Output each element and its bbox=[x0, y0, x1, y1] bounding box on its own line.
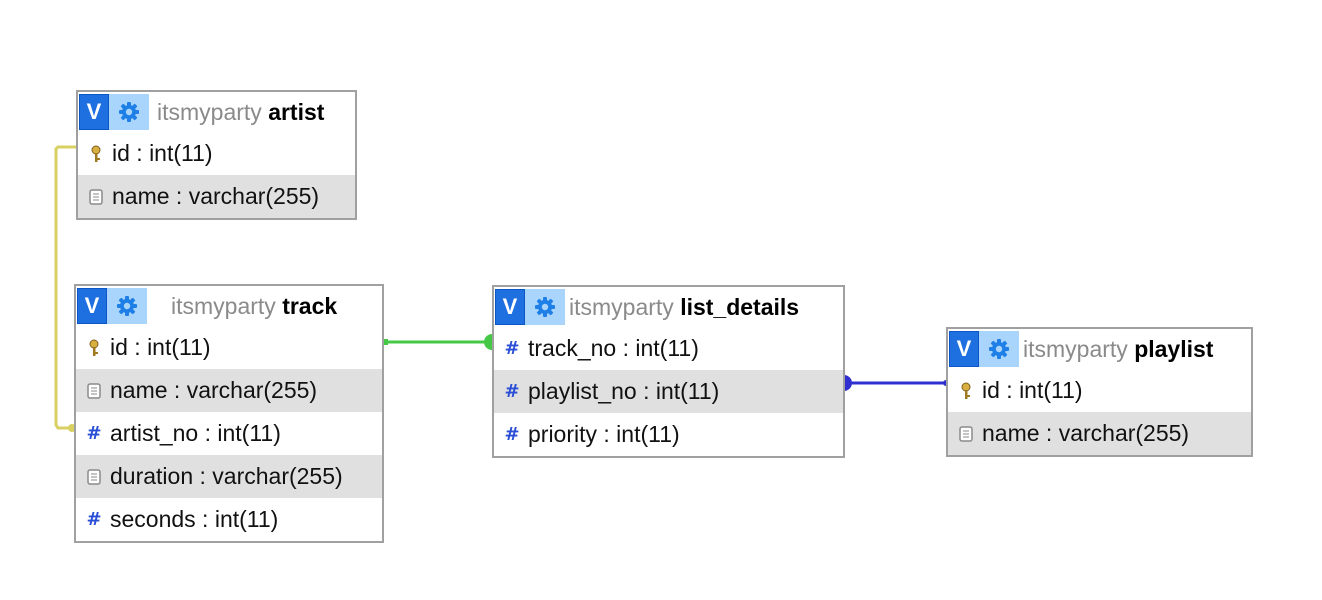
hash-icon: # bbox=[504, 338, 520, 359]
column-row[interactable]: name : varchar(255) bbox=[76, 369, 382, 412]
table-name: itsmyparty playlist bbox=[1023, 335, 1214, 362]
table-playlist[interactable]: V itsmyparty playlist id : int(11) name … bbox=[946, 327, 1253, 457]
toggle-columns-button[interactable]: V bbox=[495, 289, 525, 325]
table-header[interactable]: V itsmyparty track bbox=[76, 286, 382, 326]
column-label: priority : int(11) bbox=[528, 421, 680, 447]
column-label: id : int(11) bbox=[982, 377, 1083, 403]
table-name: itsmyparty artist bbox=[157, 98, 325, 125]
column-label: name : varchar(255) bbox=[982, 420, 1190, 446]
column-row[interactable]: id : int(11) bbox=[76, 326, 382, 369]
key-icon bbox=[87, 145, 105, 163]
table-track[interactable]: V itsmyparty track id : int(11) name : v… bbox=[74, 284, 384, 543]
gear-icon[interactable] bbox=[525, 289, 565, 325]
column-row[interactable]: id : int(11) bbox=[948, 369, 1251, 412]
toggle-columns-button[interactable]: V bbox=[949, 331, 979, 367]
column-row[interactable]: # playlist_no : int(11) bbox=[494, 370, 843, 413]
column-row[interactable]: id : int(11) bbox=[78, 132, 355, 175]
column-label: playlist_no : int(11) bbox=[528, 378, 720, 404]
toggle-columns-button[interactable]: V bbox=[79, 94, 109, 130]
gear-icon[interactable] bbox=[979, 331, 1019, 367]
relation-list-details-playlist-start bbox=[844, 375, 852, 391]
column-row[interactable]: # artist_no : int(11) bbox=[76, 412, 382, 455]
gear-icon[interactable] bbox=[109, 94, 149, 130]
column-label: id : int(11) bbox=[110, 334, 211, 360]
column-label: track_no : int(11) bbox=[528, 335, 699, 361]
column-row[interactable]: name : varchar(255) bbox=[948, 412, 1251, 455]
table-header[interactable]: V itsmyparty list_details bbox=[494, 287, 843, 327]
column-row[interactable]: # seconds : int(11) bbox=[76, 498, 382, 541]
table-name: itsmyparty track bbox=[171, 292, 338, 319]
text-field-icon bbox=[85, 468, 103, 485]
column-label: artist_no : int(11) bbox=[110, 420, 281, 446]
hash-icon: # bbox=[86, 509, 102, 530]
table-name: itsmyparty list_details bbox=[569, 293, 800, 320]
hash-icon: # bbox=[86, 423, 102, 444]
table-list-details[interactable]: V itsmyparty list_details # track_no : i… bbox=[492, 285, 845, 458]
key-icon bbox=[85, 339, 103, 357]
column-label: seconds : int(11) bbox=[110, 506, 279, 532]
text-field-icon bbox=[957, 425, 975, 442]
relation-artist-track bbox=[54, 145, 76, 430]
text-field-icon bbox=[85, 382, 103, 399]
column-row[interactable]: # track_no : int(11) bbox=[494, 327, 843, 370]
hash-icon: # bbox=[504, 424, 520, 445]
column-row[interactable]: duration : varchar(255) bbox=[76, 455, 382, 498]
column-label: id : int(11) bbox=[112, 140, 213, 166]
column-row[interactable]: name : varchar(255) bbox=[78, 175, 355, 218]
gear-icon[interactable] bbox=[107, 288, 147, 324]
column-label: name : varchar(255) bbox=[110, 377, 318, 403]
table-artist[interactable]: V itsmyparty artist id : int(11) name : … bbox=[76, 90, 357, 220]
hash-icon: # bbox=[504, 381, 520, 402]
toggle-columns-button[interactable]: V bbox=[77, 288, 107, 324]
column-label: name : varchar(255) bbox=[112, 183, 320, 209]
relation-track-list-details-start bbox=[383, 339, 388, 345]
column-label: duration : varchar(255) bbox=[110, 463, 343, 489]
table-header[interactable]: V itsmyparty playlist bbox=[948, 329, 1251, 369]
key-icon bbox=[957, 382, 975, 400]
column-row[interactable]: # priority : int(11) bbox=[494, 413, 843, 456]
relation-track-list-details-end bbox=[484, 334, 492, 350]
table-header[interactable]: V itsmyparty artist bbox=[78, 92, 355, 132]
text-field-icon bbox=[87, 188, 105, 205]
